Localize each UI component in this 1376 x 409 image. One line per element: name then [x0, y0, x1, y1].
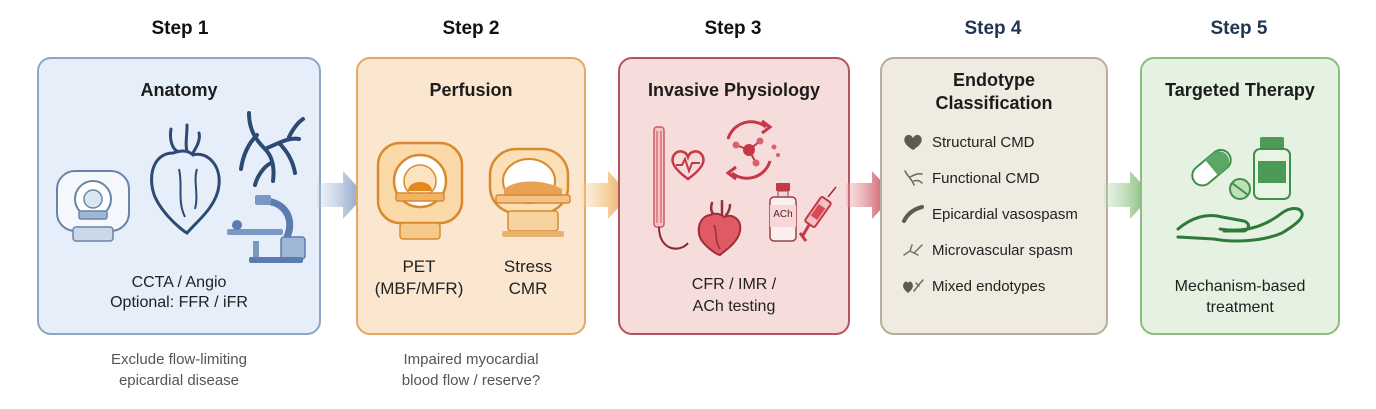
step-2-caption-line-2: blood flow / reserve?	[401, 372, 541, 389]
anatomy-title: Anatomy	[140, 80, 218, 100]
targeted-therapy-title: Targeted Therapy	[1165, 80, 1315, 100]
catheter-icon	[653, 126, 689, 250]
endotype-item-label: Functional CMD	[932, 169, 1040, 187]
step-5-label: Step 5	[1210, 18, 1268, 39]
step-3-label: Step 3	[704, 18, 762, 39]
angiography-icon	[227, 195, 306, 263]
endotype-item-functional: Functional CMD	[902, 169, 1040, 187]
ct-scanner-icon	[56, 170, 130, 242]
endotype-card: Endotype Classification Structural CMD F…	[880, 57, 1108, 335]
endotype-title-line-2: Classification	[935, 93, 1053, 113]
perfusion-title: Perfusion	[429, 80, 513, 100]
endotype-item-label: Mixed endotypes	[932, 277, 1046, 295]
curved-vessel-icon	[902, 205, 924, 223]
pet-line-1: PET	[402, 257, 436, 276]
mri-scanner-icon	[488, 147, 571, 237]
therapy-line-2: treatment	[1206, 299, 1274, 316]
invasive-line-1: CFR / IMR /	[691, 276, 777, 293]
endotype-item-label: Microvascular spasm	[932, 241, 1073, 259]
step-1-caption-line-2: epicardial disease	[118, 372, 240, 389]
perfusion-card: Perfusion PET (MBF/MFR) Stress CMR	[356, 57, 586, 335]
vessel-branch-icon	[904, 170, 923, 186]
endotype-title-line-1: Endotype	[952, 70, 1035, 90]
anatomy-line-1: CCTA / Angio	[131, 274, 227, 291]
invasive-physiology-title: Invasive Physiology	[647, 80, 821, 100]
arrow-step-1-to-2	[317, 171, 365, 219]
molecule-cycle-icon	[725, 119, 780, 181]
coronary-tree-icon	[239, 111, 305, 187]
heart-icon	[150, 123, 221, 235]
therapy-line-1: Mechanism-based	[1174, 278, 1306, 295]
anatomy-card: Anatomy CCTA / Angio Optional: FFR / iFR	[37, 57, 321, 335]
anatomy-line-2: Optional: FFR / iFR	[110, 294, 248, 311]
endotype-item-microvascular: Microvascular spasm	[902, 241, 1073, 259]
endotype-item-epicardial: Epicardial vasospasm	[902, 205, 1078, 223]
mixed-icon	[903, 279, 924, 293]
step-2-label: Step 2	[442, 18, 500, 39]
invasive-line-2: ACh testing	[692, 298, 776, 315]
ach-vial-label: ACh	[773, 209, 793, 220]
endotype-item-mixed: Mixed endotypes	[902, 277, 1045, 295]
anatomical-heart-icon	[697, 199, 742, 257]
syringe-icon	[798, 186, 837, 242]
cmr-line-1: Stress	[503, 257, 553, 276]
endotype-item-label: Epicardial vasospasm	[932, 205, 1078, 223]
targeted-therapy-card: Targeted Therapy Mechanism-based treatme…	[1140, 57, 1340, 335]
pet-line-2: (MBF/MFR)	[374, 279, 464, 298]
pet-scanner-icon	[376, 141, 464, 240]
step-1-label: Step 1	[151, 18, 209, 39]
microvessel-icon	[903, 244, 923, 256]
cmr-line-2: CMR	[508, 279, 548, 298]
hand-pills-icon	[1176, 137, 1304, 243]
small-heart-icon	[904, 134, 922, 150]
heart-ecg-icon	[671, 150, 705, 181]
endotype-item-structural: Structural CMD	[902, 133, 1035, 151]
step-2-caption-line-1: Impaired myocardial	[403, 351, 539, 368]
endotype-item-label: Structural CMD	[932, 133, 1035, 151]
invasive-physiology-card: Invasive Physiology	[618, 57, 850, 335]
ach-vial-icon: ACh	[768, 183, 798, 243]
step-1-caption-line-1: Exclude flow-limiting	[111, 351, 247, 368]
step-4-label: Step 4	[964, 18, 1022, 39]
